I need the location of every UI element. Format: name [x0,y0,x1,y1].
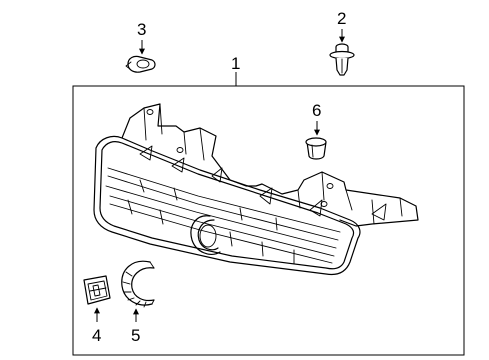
assembly-box [72,85,465,356]
callout-label-5: 5 [131,326,140,345]
callout-label-2: 2 [337,9,346,28]
callout-4: 4 [92,307,101,345]
callout-3: 3 [137,20,146,55]
callout-label-4: 4 [92,326,101,345]
callout-label-6: 6 [312,101,321,120]
grommet-part [305,137,327,160]
grille-assembly-part [93,103,419,276]
callout-6: 6 [312,101,321,136]
callout-label-1: 1 [231,54,240,73]
callout-5: 5 [131,308,140,345]
retainer-clip-part [125,55,156,73]
emblem-part [83,275,111,305]
wreath-emblem-part [121,260,155,308]
callout-1: 1 [72,54,465,356]
callout-2: 2 [337,9,346,43]
push-pin-clip-part [329,43,355,76]
callout-label-3: 3 [137,20,146,39]
